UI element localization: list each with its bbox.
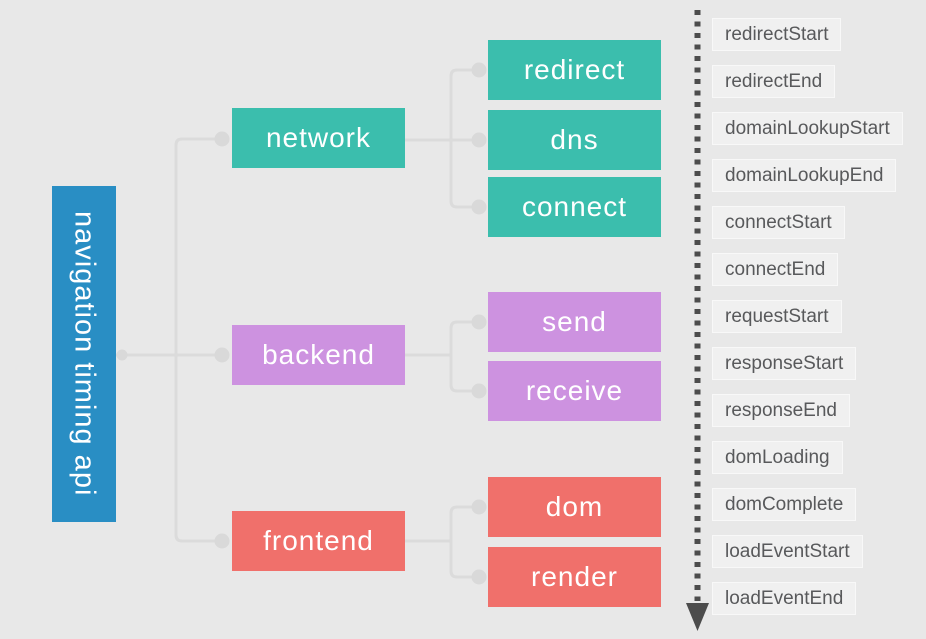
- timeline-event: domainLookupEnd: [712, 159, 897, 192]
- node-redirect: redirect: [488, 40, 661, 100]
- node-render: render: [488, 547, 661, 607]
- connector-network-children: [403, 68, 473, 209]
- timeline-arrow-down-icon: [686, 603, 709, 631]
- connector-backend-children: [403, 320, 473, 393]
- timeline-event: redirectStart: [712, 18, 842, 51]
- node-network-label: network: [265, 122, 372, 153]
- timeline-event: domLoading: [712, 441, 843, 474]
- timeline-event: connectEnd: [712, 253, 839, 286]
- timeline-event: domainLookupStart: [712, 112, 903, 145]
- node-network: network: [232, 108, 405, 168]
- connector-root-branches: [114, 137, 217, 543]
- timeline-event: redirectEnd: [712, 65, 836, 98]
- timeline-event: connectStart: [712, 206, 845, 239]
- node-frontend-label: frontend: [263, 525, 374, 556]
- timeline-event: loadEventEnd: [712, 582, 857, 615]
- timeline-event: responseStart: [712, 347, 857, 380]
- connector-frontend-children: [403, 505, 473, 579]
- node-receive: receive: [488, 361, 661, 421]
- node-send-label: send: [542, 306, 607, 337]
- node-render-label: render: [531, 561, 618, 592]
- node-connect-label: connect: [521, 191, 628, 222]
- node-dns-label: dns: [550, 124, 599, 155]
- timeline-event: domComplete: [712, 488, 857, 521]
- node-dom-label: dom: [545, 491, 604, 522]
- node-backend: backend: [232, 325, 405, 385]
- node-send: send: [488, 292, 661, 352]
- timeline-event: loadEventStart: [712, 535, 863, 568]
- node-frontend: frontend: [232, 511, 405, 571]
- timeline-axis: [686, 10, 709, 631]
- node-receive-label: receive: [525, 375, 624, 406]
- node-connect: connect: [488, 177, 661, 237]
- root-node-label: navigation timing api: [68, 211, 101, 497]
- node-dom: dom: [488, 477, 661, 537]
- timeline-event-list: redirectStart redirectEnd domainLookupSt…: [712, 18, 903, 615]
- node-dns: dns: [488, 110, 661, 170]
- timeline-event: requestStart: [712, 300, 842, 333]
- timeline-event: responseEnd: [712, 394, 850, 427]
- node-redirect-label: redirect: [523, 54, 626, 85]
- connector-dots: [116, 62, 487, 585]
- node-backend-label: backend: [262, 339, 375, 370]
- root-node: navigation timing api: [52, 186, 116, 522]
